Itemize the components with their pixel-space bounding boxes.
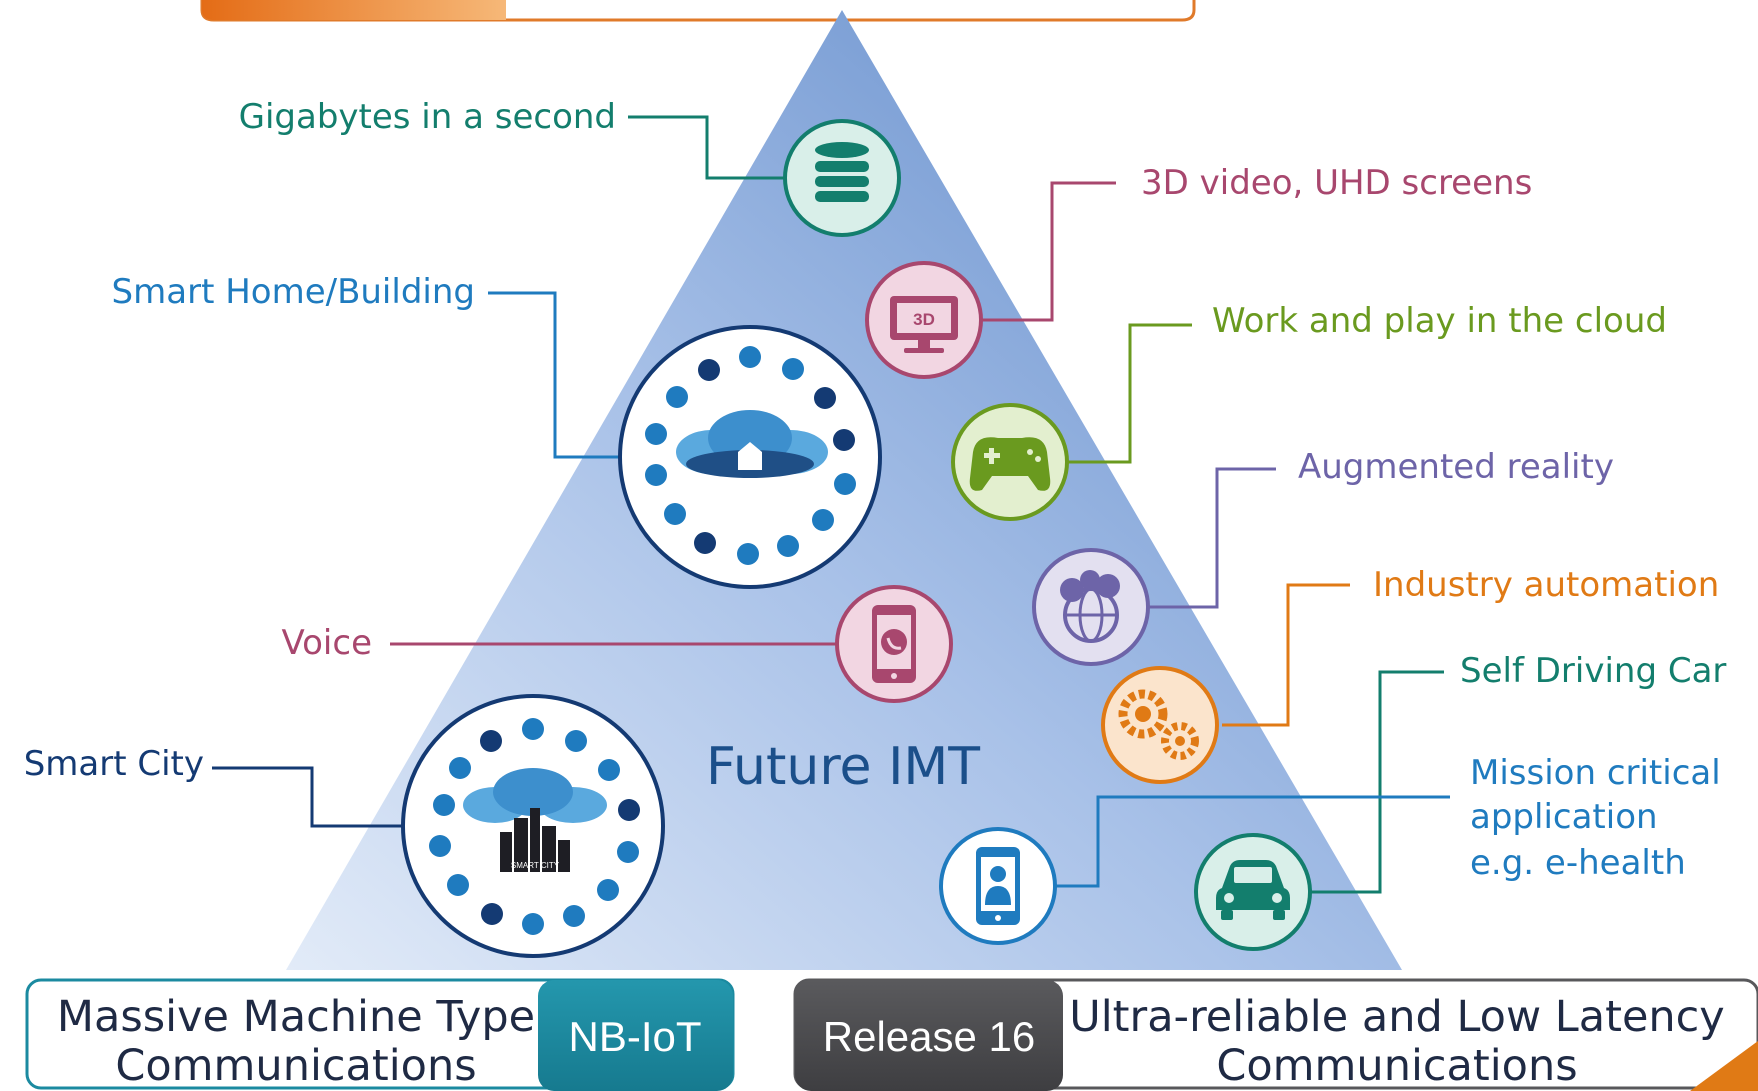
label-mission-line3: e.g. e-health [1470,843,1686,883]
3d-screen-icon: 3D [865,261,983,379]
mmtc-line2: Communications [115,1041,476,1091]
label-mission-line1: Mission critical [1470,753,1721,793]
smart-city-cloud-icon: SMART CITY [401,694,665,958]
3d-text: 3D [913,310,935,329]
connector-cloud [1066,323,1192,464]
connector-video [980,181,1116,322]
connector-smart-home [488,291,620,459]
connector-lines [212,115,1450,894]
connector-self-driving [1310,670,1444,894]
top-banner [200,0,1196,22]
urllc-line2: Communications [1216,1041,1577,1091]
label-industry: Industry automation [1373,565,1719,605]
connector-gigabytes [628,115,784,180]
database-icon [783,119,901,237]
smart-home-cloud-icon [618,325,882,589]
car-icon [1194,833,1312,951]
connector-industry [1222,583,1350,727]
connector-smart-city [212,766,406,828]
release-badge: Release 16 [795,980,1063,1091]
label-smart-city: Smart City [24,744,204,784]
center-title: Future IMT [706,737,980,797]
mmtc-line1: Massive Machine Type [57,992,535,1042]
urllc-line1: Ultra-reliable and Low Latency [1069,992,1725,1042]
label-video: 3D video, UHD screens [1141,163,1532,203]
gears-icon [1101,666,1219,784]
game-controller-icon [951,403,1069,521]
smart-city-sign: SMART CITY [511,861,560,870]
mobile-doctor-icon [939,827,1057,945]
label-self-driving: Self Driving Car [1460,651,1726,691]
nbiot-badge: NB-IoT [538,980,733,1091]
connector-mission [1056,795,1450,888]
label-augmented: Augmented reality [1298,447,1614,487]
phone-call-icon [835,585,953,703]
connector-augmented [1148,467,1276,609]
label-gigabytes: Gigabytes in a second [239,97,616,137]
label-voice: Voice [282,623,372,663]
globe-balloons-icon [1032,548,1150,666]
label-cloud: Work and play in the cloud [1212,301,1667,341]
label-smart-home: Smart Home/Building [112,272,475,312]
release-label: Release 16 [823,1013,1035,1060]
label-mission-line2: application [1470,797,1658,837]
nbiot-label: NB-IoT [568,1013,701,1060]
